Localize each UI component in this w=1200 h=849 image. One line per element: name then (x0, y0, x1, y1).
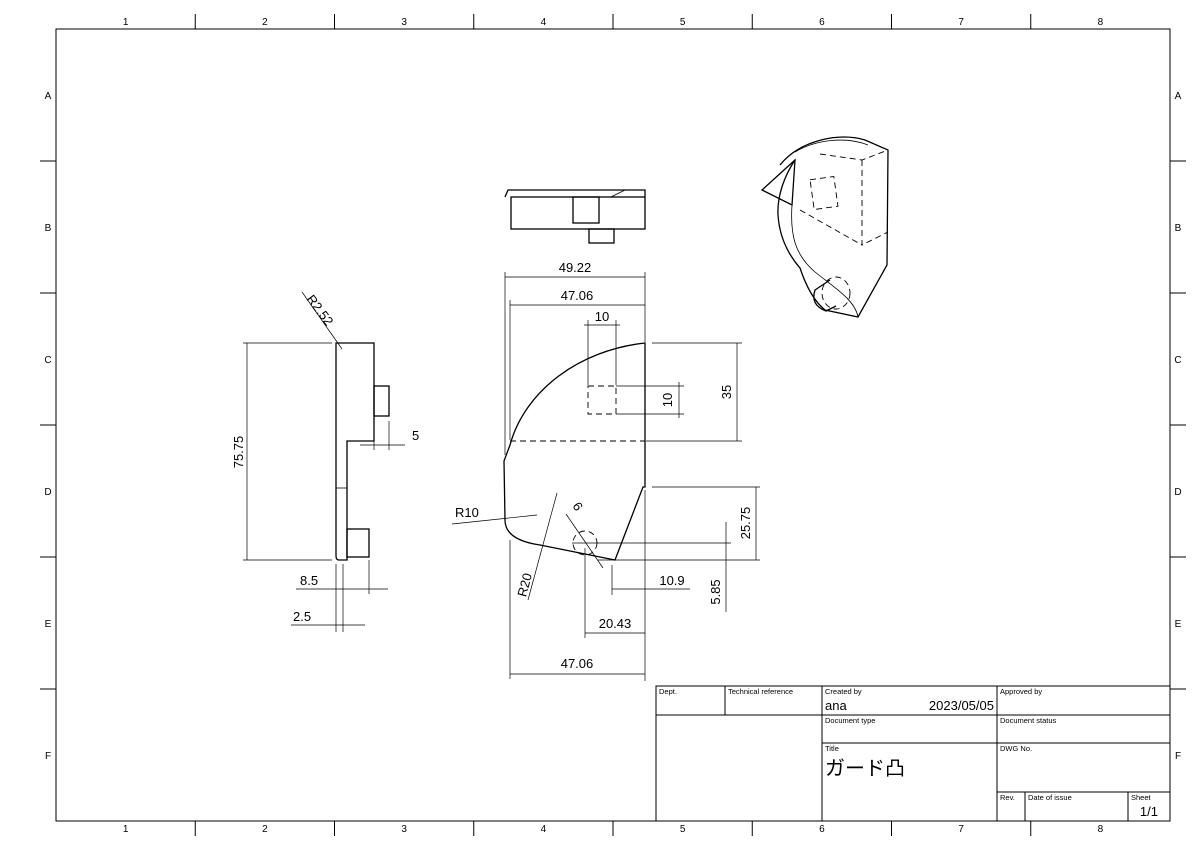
dim-side-radius: R2.52 (304, 292, 337, 329)
zone-row-label: B (1175, 223, 1182, 234)
zone-column-label: 7 (958, 17, 964, 28)
dwg-label: DWG No. (1000, 744, 1032, 753)
zone-column-label: 4 (541, 824, 547, 835)
dim-side-height: 75.75 (231, 436, 246, 469)
zone-row-label: E (45, 619, 52, 630)
approved-label: Approved by (1000, 687, 1042, 696)
zone-column-label: 2 (262, 824, 268, 835)
zone-row-label: C (1174, 355, 1181, 366)
zone-row-label: A (1175, 91, 1182, 102)
dim-hole-offset: 10.9 (659, 573, 684, 588)
dim-front-width-top: 47.06 (561, 288, 594, 303)
zone-row-label: D (44, 487, 51, 498)
zone-row-label: C (44, 355, 51, 366)
created-date: 2023/05/05 (929, 698, 994, 713)
created-label: Created by (825, 687, 862, 696)
dim-slot-width: 10 (595, 309, 609, 324)
zone-row-label: B (45, 223, 52, 234)
zone-column-label: 6 (819, 17, 825, 28)
sheet-label: Sheet (1131, 793, 1152, 802)
issue-label: Date of issue (1028, 793, 1072, 802)
zone-column-label: 6 (819, 824, 825, 835)
zone-row-label: E (1175, 619, 1182, 630)
title-label: Title (825, 744, 839, 753)
dim-hole-dia: 6 (570, 499, 586, 514)
isometric-view (760, 136, 889, 318)
dim-fillet-r10: R10 (455, 505, 479, 520)
dim-side-step: 5 (412, 428, 419, 443)
dim-side-thickness: 2.5 (293, 609, 311, 624)
dim-front-width-bottom: 47.06 (561, 656, 594, 671)
side-view (243, 291, 405, 632)
zone-column-label: 7 (958, 824, 964, 835)
docstatus-label: Document status (1000, 716, 1057, 725)
zone-column-label: 1 (123, 824, 129, 835)
dim-side-base: 8.5 (300, 573, 318, 588)
zone-column-label: 1 (123, 17, 129, 28)
zone-column-label: 8 (1098, 17, 1104, 28)
zone-row-label: F (1175, 751, 1181, 762)
title-block: Dept. Technical reference Created by ana… (655, 685, 1171, 822)
doctype-label: Document type (825, 716, 875, 725)
zone-ticks (40, 14, 1186, 836)
zone-row-label: A (45, 91, 52, 102)
top-view (504, 189, 646, 244)
front-view (451, 272, 760, 681)
zone-column-label: 2 (262, 17, 268, 28)
techref-label: Technical reference (728, 687, 793, 696)
dim-slot-height: 10 (660, 393, 675, 407)
title-value: ガード凸 (825, 757, 905, 780)
dimension-texts: R2.52 75.75 5 8.5 2.5 49.22 47.06 10 10 … (231, 260, 753, 671)
dept-label: Dept. (659, 687, 677, 696)
zone-column-label: 8 (1098, 824, 1104, 835)
dim-front-overall-width: 49.22 (559, 260, 592, 275)
zone-column-label: 4 (541, 17, 547, 28)
zone-row-label: D (1174, 487, 1181, 498)
zone-column-label: 5 (680, 17, 686, 28)
dim-right-height: 25.75 (738, 507, 753, 540)
sheet-value: 1/1 (1140, 804, 1158, 819)
dim-fillet-r20: R20 (514, 571, 535, 598)
zone-row-label: F (45, 751, 51, 762)
dim-hole-vertical: 5.85 (708, 579, 723, 604)
rev-label: Rev. (1000, 793, 1015, 802)
zone-column-label: 5 (680, 824, 686, 835)
zone-column-label: 3 (401, 824, 407, 835)
dim-hole-x: 20.43 (599, 616, 632, 631)
created-value: ana (825, 698, 847, 713)
dim-top-height: 35 (719, 385, 734, 399)
zone-column-label: 3 (401, 17, 407, 28)
